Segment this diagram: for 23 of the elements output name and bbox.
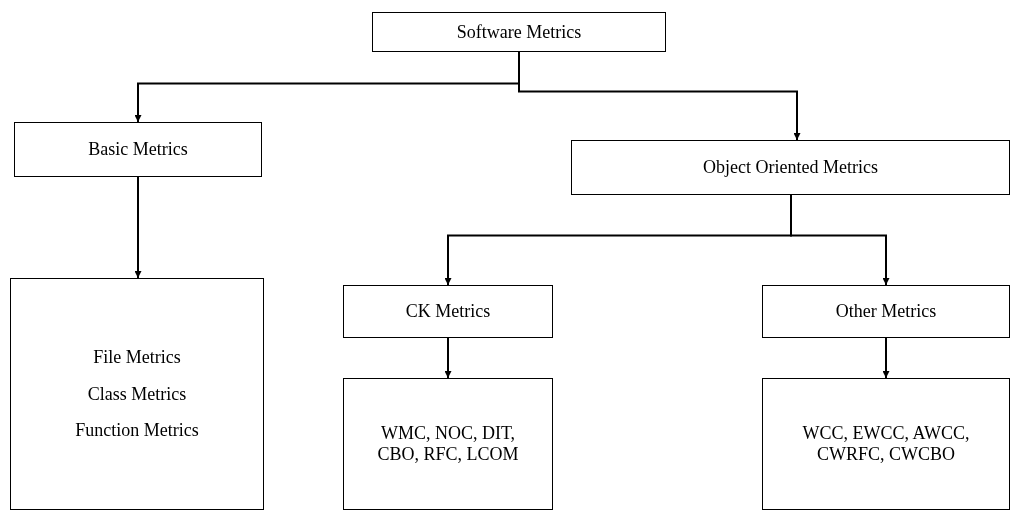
metric-box bbox=[343, 378, 553, 510]
arrow bbox=[444, 337, 452, 379]
arrow bbox=[790, 194, 890, 286]
arrow bbox=[134, 176, 142, 279]
metric-box bbox=[14, 122, 262, 177]
metric-box bbox=[10, 278, 264, 510]
metric-box bbox=[762, 285, 1010, 338]
box-label: File Metrics bbox=[93, 346, 181, 368]
box-label: Function Metrics bbox=[75, 420, 199, 442]
arrow bbox=[518, 51, 801, 141]
box-label: Software Metrics bbox=[456, 21, 582, 43]
box-label: WMC, NOC, DIT, CBO, RFC, LCOM bbox=[376, 423, 520, 465]
metric-box bbox=[571, 140, 1010, 195]
box-label: Other Metrics bbox=[835, 301, 937, 322]
box-label: Class Metrics bbox=[87, 383, 187, 405]
box-label: CK Metrics bbox=[405, 301, 491, 322]
metric-box bbox=[343, 285, 553, 338]
box-label: Basic Metrics bbox=[88, 139, 188, 160]
metric-box bbox=[372, 12, 666, 52]
arrow bbox=[882, 337, 890, 379]
box-label: Object Oriented Metrics bbox=[703, 157, 878, 178]
box-label: WCC, EWCC, AWCC, CWRFC, CWCBO bbox=[801, 423, 971, 465]
metric-box bbox=[762, 378, 1010, 510]
